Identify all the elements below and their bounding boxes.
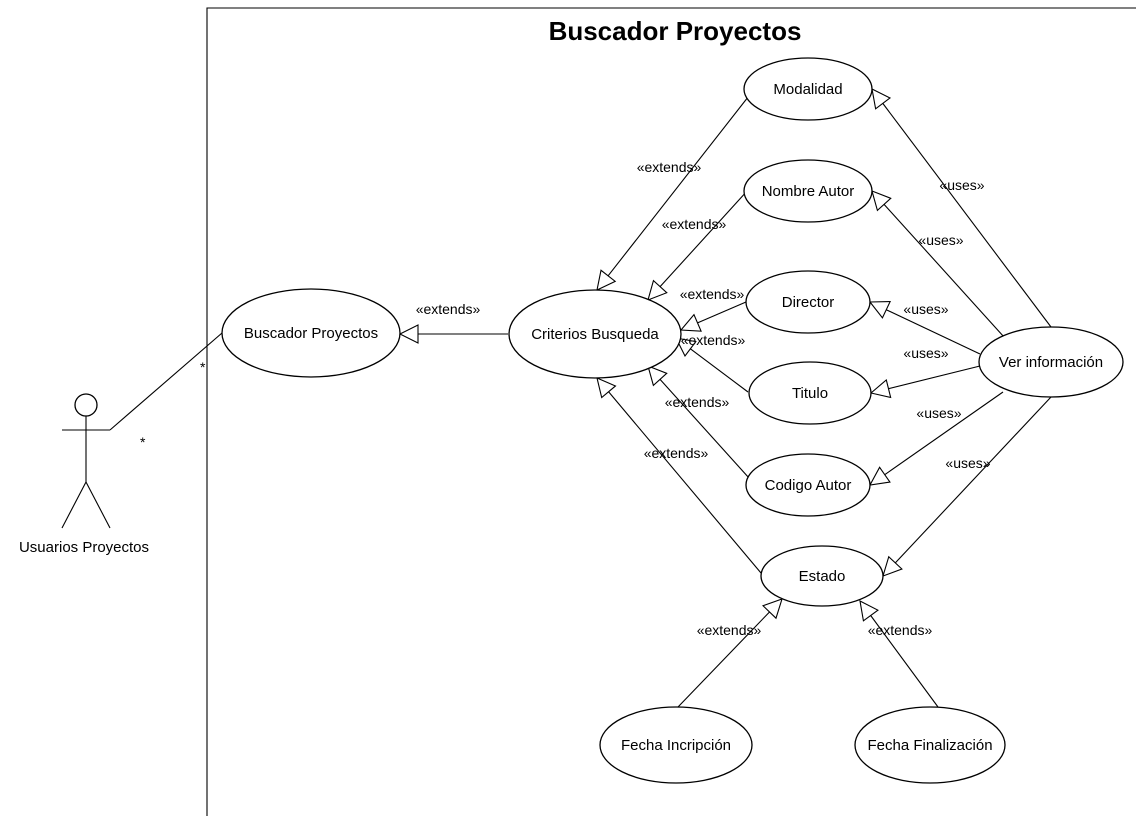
- uses-verinfo-to-estado-arrowhead: [882, 555, 903, 577]
- uses-verinfo-to-director-line: [886, 309, 981, 355]
- extends-director-to-criterios-line: [697, 301, 747, 324]
- usecase-label: Nombre Autor: [762, 183, 855, 200]
- usecase-criterios-busqueda[interactable]: Criterios Busqueda: [508, 289, 682, 379]
- usecase-director[interactable]: Director: [745, 270, 871, 334]
- label-extends: «extends»: [665, 394, 730, 410]
- extends-fechainscripcion-to-estado-line: [677, 611, 770, 708]
- actor-head: [74, 393, 98, 417]
- label-uses: «uses»: [945, 455, 990, 471]
- usecase-label: Buscador Proyectos: [244, 325, 378, 342]
- label-extends: «extends»: [637, 159, 702, 175]
- usecase-label: Fecha Finalización: [867, 737, 992, 754]
- label-extends: «extends»: [680, 286, 745, 302]
- label-extends: «extends»: [697, 622, 762, 638]
- actor-usuarios-proyectos[interactable]: [61, 393, 111, 529]
- relationships: [398, 88, 1052, 708]
- association-line: [109, 332, 223, 431]
- extends-modalidad-to-criterios-line: [607, 91, 753, 277]
- label-uses: «uses»: [939, 177, 984, 193]
- uses-verinfo-to-estado-line: [894, 396, 1052, 564]
- uses-verinfo-to-codigoautor-line: [884, 391, 1004, 476]
- label-uses: «uses»: [903, 301, 948, 317]
- usecase-label: Director: [782, 294, 835, 311]
- usecase-codigo-autor[interactable]: Codigo Autor: [745, 453, 871, 517]
- usecase-label: Fecha Incripción: [621, 737, 731, 754]
- extends-modalidad-to-criterios-arrowhead: [596, 269, 617, 291]
- extends-titulo-to-criterios-line: [690, 348, 749, 393]
- extends-criterios-to-buscador-arrowhead: [398, 324, 419, 344]
- usecase-label: Criterios Busqueda: [531, 326, 659, 343]
- multiplicity-actor: *: [140, 434, 146, 450]
- label-uses: «uses»: [916, 405, 961, 421]
- extends-estado-to-criterios-arrowhead: [596, 377, 617, 399]
- label-extends: «extends»: [644, 445, 709, 461]
- usecase-fecha-finalizacion[interactable]: Fecha Finalización: [854, 706, 1006, 784]
- usecase-label: Ver información: [999, 354, 1103, 371]
- usecase-label: Titulo: [792, 385, 828, 402]
- uses-verinfo-to-modalidad-arrowhead: [871, 88, 892, 110]
- uses-verinfo-to-codigoautor-arrowhead: [868, 466, 891, 486]
- uses-verinfo-to-director-arrowhead: [868, 300, 891, 319]
- extends-fechafinalizacion-to-estado-line: [870, 615, 939, 708]
- usecase-ver-informacion[interactable]: Ver información: [978, 326, 1124, 398]
- system-title: Buscador Proyectos: [549, 16, 802, 46]
- system-boundary: [206, 7, 1136, 816]
- usecase-nombre-autor[interactable]: Nombre Autor: [743, 159, 873, 223]
- uses-verinfo-to-titulo-line: [888, 365, 981, 390]
- actor-left-leg: [61, 481, 87, 529]
- extends-estado-to-criterios-line: [608, 391, 762, 574]
- usecase-estado[interactable]: Estado: [760, 545, 884, 607]
- label-extends: «extends»: [868, 622, 933, 638]
- usecase-label: Codigo Autor: [765, 477, 852, 494]
- uses-verinfo-to-nombreautor-arrowhead: [871, 190, 892, 212]
- usecase-modalidad[interactable]: Modalidad: [743, 57, 873, 121]
- extends-codigoautor-to-criterios-line: [659, 378, 750, 479]
- label-extends: «extends»: [416, 301, 481, 317]
- uses-verinfo-to-titulo-arrowhead: [869, 378, 892, 399]
- usecase-label: Estado: [799, 568, 846, 585]
- label-extends: «extends»: [662, 216, 727, 232]
- extends-director-to-criterios-arrowhead: [679, 313, 702, 332]
- usecase-label: Modalidad: [773, 81, 842, 98]
- multiplicity-usecase: *: [200, 359, 206, 375]
- usecase-buscador-proyectos[interactable]: Buscador Proyectos: [221, 288, 401, 378]
- extends-fechainscripcion-to-estado-arrowhead: [762, 598, 783, 620]
- label-uses: «uses»: [918, 232, 963, 248]
- label-extends: «extends»: [681, 332, 746, 348]
- actor-label: Usuarios Proyectos: [19, 539, 149, 556]
- extends-titulo-to-criterios-arrowhead: [675, 337, 697, 358]
- actor-right-leg: [85, 481, 111, 529]
- usecase-titulo[interactable]: Titulo: [748, 361, 872, 425]
- uses-verinfo-to-nombreautor-line: [883, 203, 1005, 338]
- extends-codigoautor-to-criterios-arrowhead: [647, 365, 668, 387]
- uses-verinfo-to-modalidad-line: [882, 103, 1052, 328]
- extends-fechafinalizacion-to-estado-arrowhead: [859, 600, 879, 622]
- extends-nombreautor-to-criterios-arrowhead: [647, 279, 668, 301]
- extends-nombreautor-to-criterios-line: [659, 189, 749, 288]
- usecase-fecha-inscripcion[interactable]: Fecha Incripción: [599, 706, 753, 784]
- label-uses: «uses»: [903, 345, 948, 361]
